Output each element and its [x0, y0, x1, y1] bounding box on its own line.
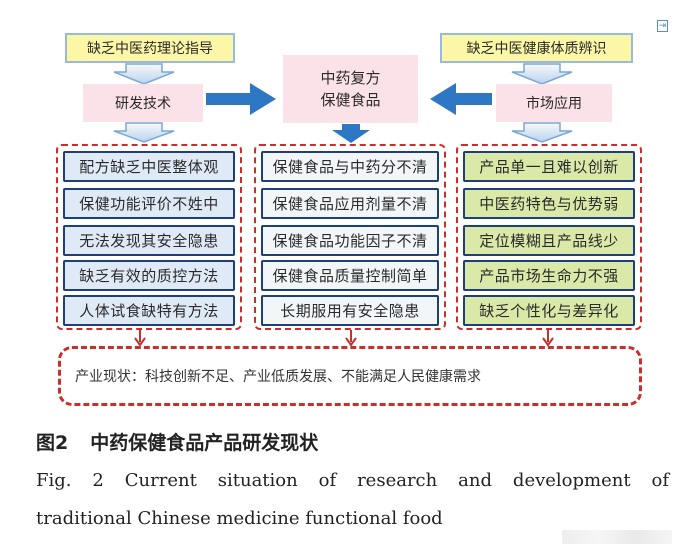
red-arrow-right [542, 330, 554, 347]
left-item: 配方缺乏中医整体观 [63, 151, 235, 182]
center-item: 保健食品应用剂量不清 [261, 188, 439, 219]
industry-status-panel: 产业现状：科技创新不足、产业低质发展、不能满足人民健康需求 [58, 346, 642, 406]
red-arrow-left [134, 330, 146, 347]
center-label-line1: 中药复方 [320, 69, 381, 87]
watermark [562, 530, 672, 544]
center-label-line2: 保健食品 [320, 91, 381, 109]
right-item: 定位模糊且产品线少 [463, 225, 635, 256]
figure-caption-en-line1: Fig. 2 Current situation of research and… [36, 470, 669, 491]
center-item: 保健食品功能因子不清 [261, 225, 439, 256]
right-item: 产品单一且难以创新 [463, 151, 635, 182]
right-arrow-solid [206, 83, 276, 115]
top-right-label: 缺乏中医健康体质辨识 [440, 33, 633, 63]
export-icon[interactable]: ⇥ [657, 20, 668, 32]
center-item: 保健食品与中药分不清 [261, 151, 439, 182]
figure-caption-en-line2: traditional Chinese medicine functional … [36, 508, 443, 529]
figure-number: 图2 [36, 432, 69, 454]
industry-status-label: 产业现状：科技创新不足、产业低质发展、不能满足人民健康需求 [75, 369, 481, 385]
left-item: 人体试食缺特有方法 [63, 295, 235, 326]
left-arrow-solid [430, 83, 492, 115]
right-item: 缺乏个性化与差异化 [463, 295, 635, 326]
middle-right-label: 市场应用 [496, 84, 612, 122]
center-column-panel [254, 144, 446, 330]
down-arrow-solid [332, 124, 370, 143]
top-left-label: 缺乏中医药理论指导 [65, 33, 235, 63]
left-item: 缺乏有效的质控方法 [63, 260, 235, 291]
middle-left-label: 研发技术 [83, 84, 203, 122]
down-arrow-right-top [511, 63, 573, 85]
figure-caption-cn: 图2 中药保健食品产品研发现状 [36, 428, 318, 455]
down-arrow-left-top [113, 63, 175, 85]
right-column-panel [456, 144, 642, 330]
figure-title-cn: 中药保健食品产品研发现状 [90, 432, 319, 454]
right-item: 中医药特色与优势弱 [463, 188, 635, 219]
right-item: 产品市场生命力不强 [463, 260, 635, 291]
down-arrow-left-mid [113, 122, 175, 143]
down-arrow-right-mid [511, 122, 573, 143]
red-arrow-center [345, 330, 357, 347]
left-item: 保健功能评价不姓中 [63, 188, 235, 219]
left-item: 无法发现其安全隐患 [63, 225, 235, 256]
left-column-panel [56, 144, 242, 330]
center-product-box: 中药复方 保健食品 [283, 55, 418, 123]
center-item: 保健食品质量控制简单 [261, 260, 439, 291]
center-item: 长期服用有安全隐患 [261, 295, 439, 326]
